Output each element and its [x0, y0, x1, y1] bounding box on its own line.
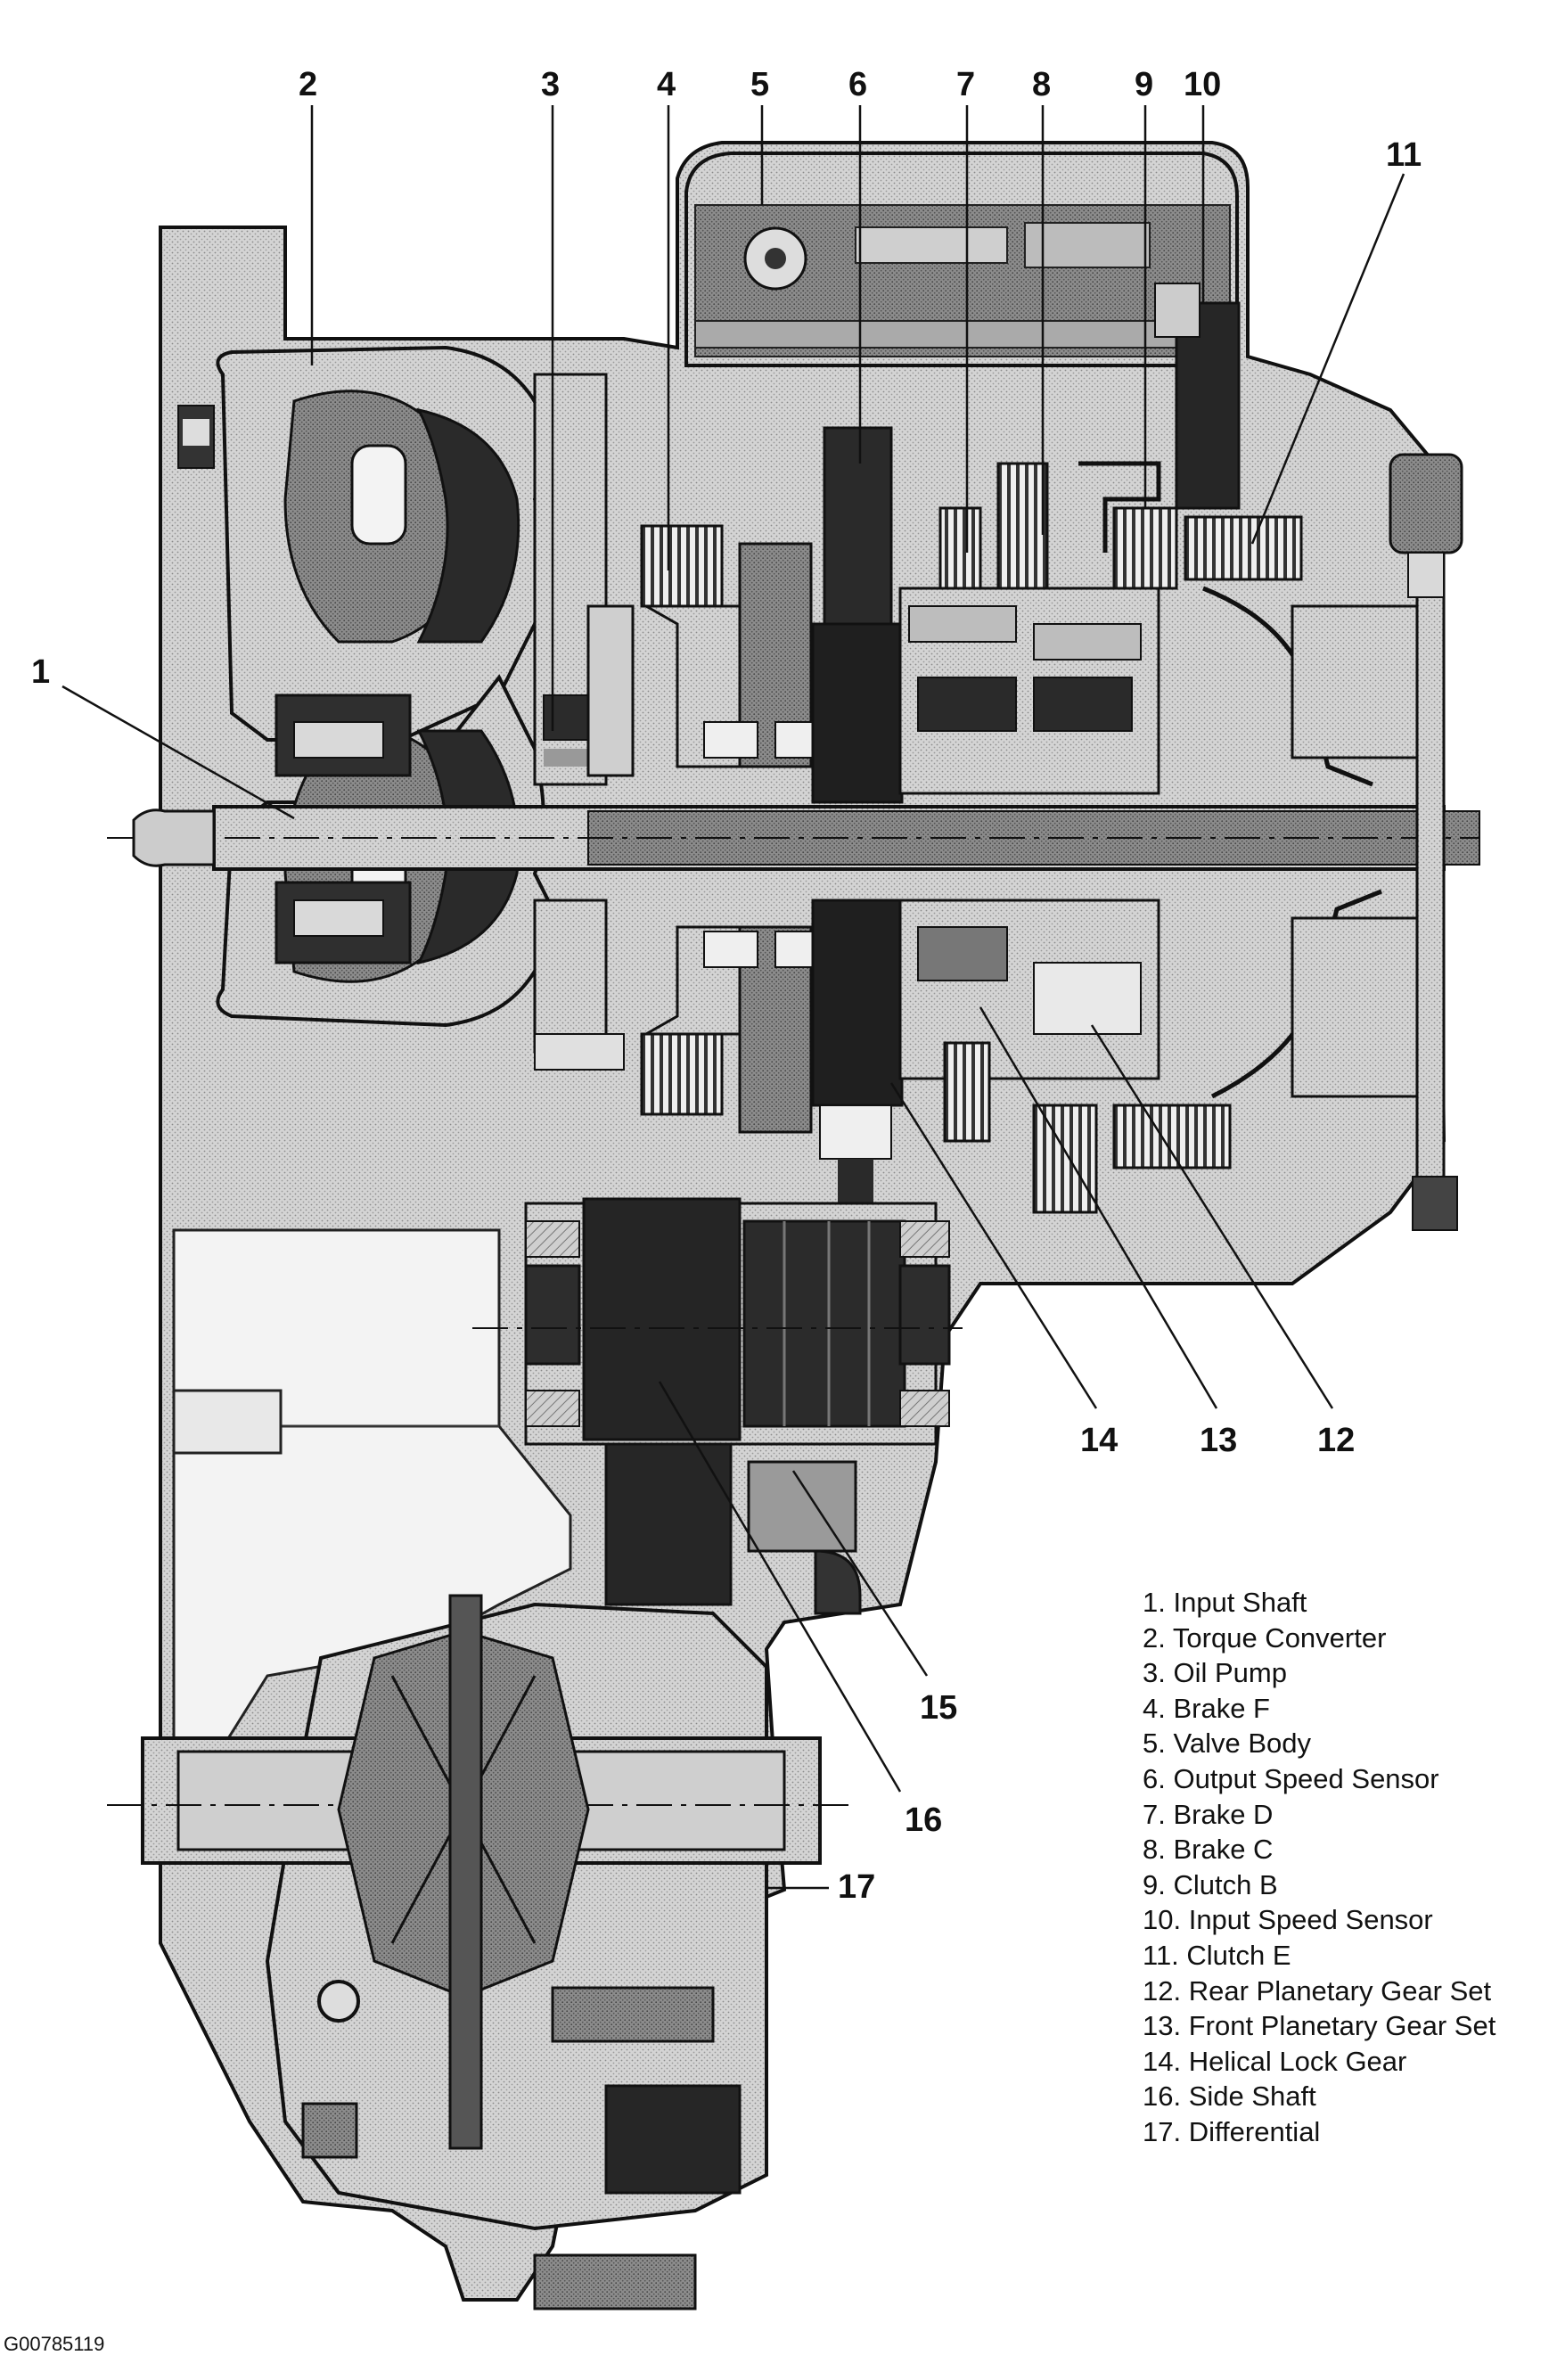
input-shaft	[107, 805, 1480, 871]
legend-item: 6. Output Speed Sensor	[1143, 1762, 1439, 1794]
legend-item: 2. Torque Converter	[1143, 1621, 1387, 1654]
callout-16: 16	[905, 1801, 943, 1839]
legend-item: 8. Brake C	[1143, 1834, 1274, 1866]
input-speed-sensor	[1154, 283, 1241, 510]
figure-id: G00785119	[4, 2333, 105, 2355]
callout-13: 13	[1200, 1422, 1238, 1459]
helical-lock-gear	[472, 1197, 963, 1446]
callout-3: 3	[541, 66, 561, 103]
legend-item: 1. Input Shaft	[1143, 1587, 1307, 1618]
legend-item: 10. Input Speed Sensor	[1143, 1904, 1433, 1936]
callout-14: 14	[1080, 1422, 1119, 1459]
callout-6: 6	[848, 66, 868, 103]
torque-converter	[177, 345, 555, 1028]
parts-legend: 1. Input Shaft 2. Torque Converter 3. Oi…	[1143, 1585, 1496, 2150]
legend-item: 3. Oil Pump	[1143, 1657, 1287, 1689]
brake-d	[938, 506, 991, 1143]
legend-item: 4. Brake F	[1143, 1692, 1270, 1724]
planetary-gear-sets	[898, 587, 1160, 1080]
legend-item: 13. Front Planetary Gear Set	[1143, 2010, 1496, 2042]
legend-item: 17. Differential	[1143, 2115, 1321, 2147]
legend-item: 14. Helical Lock Gear	[1143, 2045, 1407, 2077]
output-speed-sensor	[811, 426, 904, 1203]
oil-pump	[533, 373, 635, 1071]
callout-11: 11	[1386, 136, 1422, 174]
callout-2: 2	[299, 66, 318, 103]
end-cover	[1389, 453, 1463, 1231]
callout-5: 5	[750, 66, 770, 103]
callout-1: 1	[31, 653, 51, 691]
leader-lines	[61, 105, 1405, 1890]
callout-12: 12	[1317, 1422, 1356, 1459]
differential	[107, 1442, 862, 2310]
legend-item: 7. Brake D	[1143, 1798, 1274, 1830]
callout-10: 10	[1184, 66, 1222, 103]
callout-7: 7	[956, 66, 976, 103]
callout-9: 9	[1135, 66, 1154, 103]
legend-item: 16. Side Shaft	[1143, 2080, 1316, 2113]
legend-item: 5. Valve Body	[1143, 1728, 1311, 1760]
callout-4: 4	[657, 66, 676, 103]
legend-item: 9. Clutch B	[1143, 1868, 1278, 1900]
brake-c	[996, 462, 1098, 1214]
legend-item: 11. Clutch E	[1143, 1939, 1291, 1971]
callout-15: 15	[920, 1689, 958, 1727]
legend-item: 12. Rear Planetary Gear Set	[1143, 1974, 1492, 2007]
callout-17: 17	[838, 1868, 876, 1906]
callout-8: 8	[1032, 66, 1052, 103]
clutch-e	[1112, 515, 1419, 1169]
clutch-b	[1078, 461, 1178, 590]
brake-f	[640, 524, 830, 1134]
